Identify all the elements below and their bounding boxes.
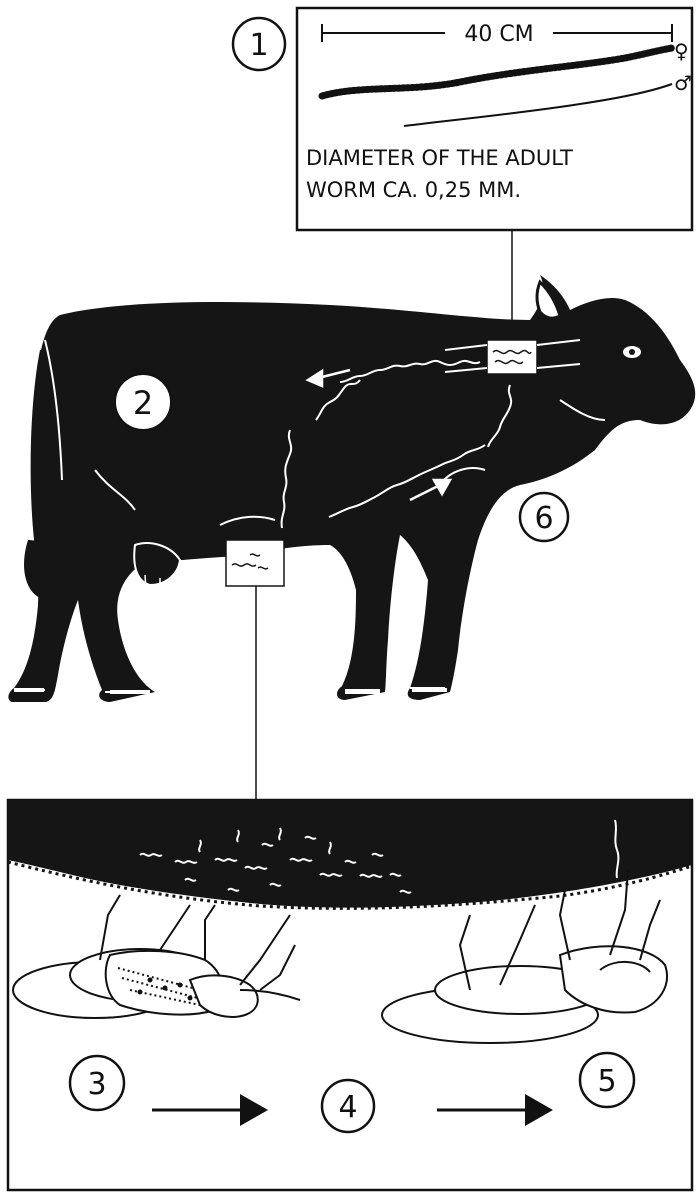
svg-text:1: 1 bbox=[249, 28, 268, 63]
marker-2: 2 bbox=[115, 374, 171, 430]
adult-worm-inset: 40 CM ♀ ♂ DIAMETER OF THE ADULT WORM CA.… bbox=[297, 8, 692, 230]
neck-nodule-window bbox=[487, 340, 537, 374]
female-symbol: ♀ bbox=[674, 39, 689, 63]
scale-label: 40 CM bbox=[464, 22, 533, 47]
svg-text:2: 2 bbox=[133, 384, 153, 422]
marker-1: 1 bbox=[233, 18, 285, 70]
marker-5: 5 bbox=[580, 1053, 634, 1107]
belly-skin-window bbox=[226, 540, 284, 586]
svg-text:4: 4 bbox=[338, 1090, 357, 1125]
svg-text:6: 6 bbox=[534, 501, 553, 536]
marker-4: 4 bbox=[322, 1080, 374, 1132]
fly-feeding-panel: 3 4 5 bbox=[8, 800, 692, 1190]
svg-text:5: 5 bbox=[597, 1064, 616, 1099]
caption-line-2: WORM CA. 0,25 MM. bbox=[306, 178, 521, 202]
cow-silhouette bbox=[8, 275, 695, 702]
caption-line-1: DIAMETER OF THE ADULT bbox=[306, 146, 573, 170]
marker-3: 3 bbox=[70, 1056, 124, 1110]
male-symbol: ♂ bbox=[674, 71, 692, 95]
marker-6: 6 bbox=[520, 493, 568, 541]
svg-text:3: 3 bbox=[87, 1067, 106, 1102]
